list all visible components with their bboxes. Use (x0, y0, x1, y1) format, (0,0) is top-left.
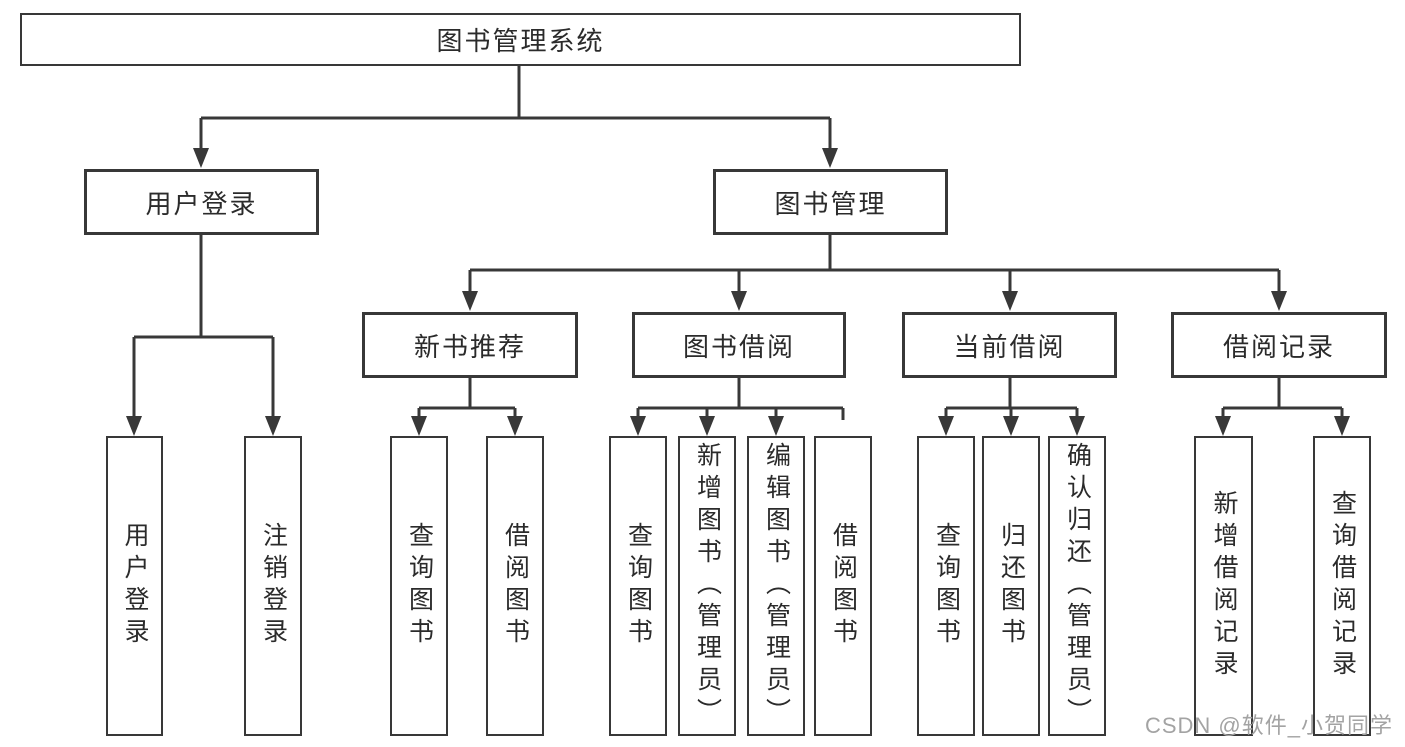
leaf-edit-book-admin: 编辑图书（管理员） (747, 436, 805, 736)
leaf-add-borrow-record: 新增借阅记录 (1194, 436, 1253, 736)
tree-edges (132, 66, 1344, 420)
node-book-borrow: 图书借阅 (632, 312, 846, 378)
leaf-add-book-admin: 新增图书（管理员） (678, 436, 736, 736)
node-borrow-records: 借阅记录 (1171, 312, 1387, 378)
node-book-management: 图书管理 (713, 169, 948, 235)
leaf-borrow-books-recommend: 借阅图书 (486, 436, 544, 736)
leaf-borrow-books: 借阅图书 (814, 436, 872, 736)
node-current-borrow: 当前借阅 (902, 312, 1117, 378)
leaf-return-books: 归还图书 (982, 436, 1040, 736)
node-root-system: 图书管理系统 (20, 13, 1021, 66)
leaf-query-books-borrow: 查询图书 (609, 436, 667, 736)
leaf-query-books-current: 查询图书 (917, 436, 975, 736)
csdn-watermark: CSDN @软件_小贺同学 (1144, 713, 1393, 738)
leaf-confirm-return-admin: 确认归还（管理员） (1048, 436, 1106, 736)
leaf-query-books-recommend: 查询图书 (390, 436, 448, 736)
leaf-user-login: 用户登录 (106, 436, 163, 736)
arrowheads (126, 148, 1350, 436)
leaf-logout: 注销登录 (244, 436, 302, 736)
leaf-query-borrow-record: 查询借阅记录 (1313, 436, 1371, 736)
node-user-login: 用户登录 (84, 169, 319, 235)
node-new-book-recommend: 新书推荐 (362, 312, 578, 378)
